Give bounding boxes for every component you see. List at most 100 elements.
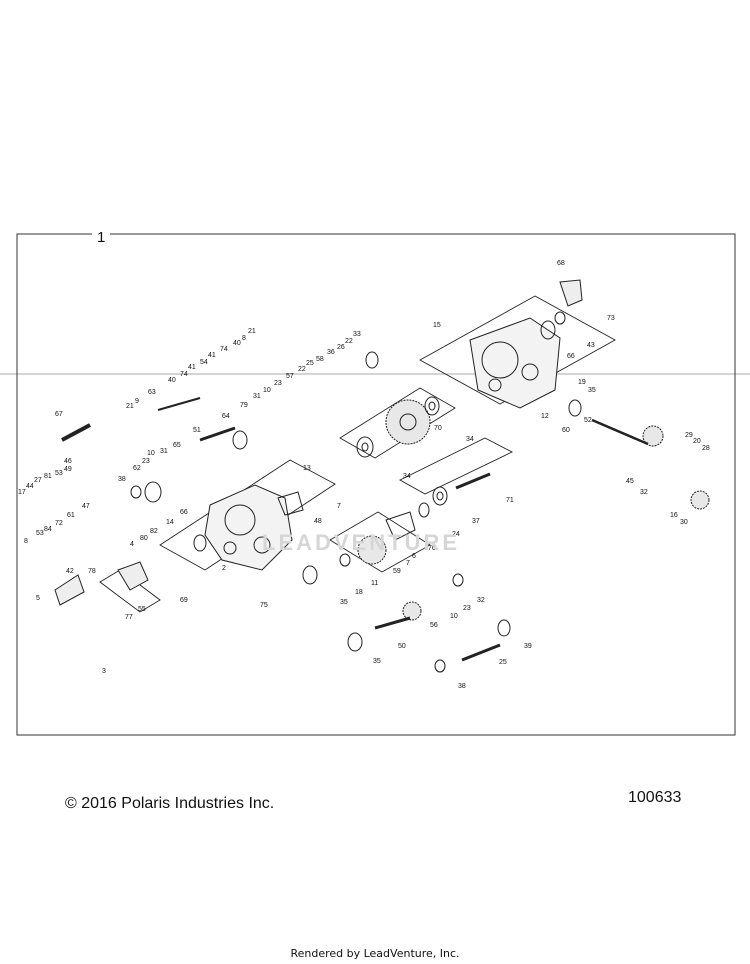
gear-shaft: [374, 616, 411, 630]
callout: 22: [345, 338, 353, 345]
callout: 30: [680, 519, 688, 526]
callout: 60: [562, 427, 570, 434]
counter-shaft: [461, 643, 501, 662]
callout: 71: [506, 497, 514, 504]
drawing-number: 100633: [628, 789, 682, 806]
callout: 45: [626, 478, 634, 485]
callout: 23: [274, 380, 282, 387]
callout: 23: [463, 605, 471, 612]
large-gear: [385, 399, 431, 445]
callout: 20: [693, 438, 701, 445]
callout: 58: [316, 356, 324, 363]
callout: 26: [337, 344, 345, 351]
callout: 76: [428, 545, 436, 552]
callout: 34: [403, 473, 411, 480]
callout: 40: [168, 377, 176, 384]
callout: 8: [242, 335, 246, 342]
callout: 5: [36, 595, 40, 602]
callout: 61: [67, 512, 75, 519]
callout: 52: [584, 417, 592, 424]
callout: 47: [82, 503, 90, 510]
callout: 32: [477, 597, 485, 604]
callout: 79: [240, 402, 248, 409]
shaft-upper: [199, 426, 236, 442]
callout: 63: [148, 389, 156, 396]
callout: 32: [640, 489, 648, 496]
mount-bracket: [54, 574, 85, 606]
callout: 7: [406, 560, 410, 567]
callout: 22: [298, 366, 306, 373]
callout: 68: [557, 260, 565, 267]
callout: 70: [434, 425, 442, 432]
gasket: [385, 511, 416, 541]
callout: 14: [166, 519, 174, 526]
callout: 65: [173, 442, 181, 449]
callout: 31: [253, 393, 261, 400]
callout: 66: [567, 353, 575, 360]
callout: 80: [140, 535, 148, 542]
callout: 48: [314, 518, 322, 525]
shift-shaft: [157, 397, 201, 411]
callout: 25: [306, 360, 314, 367]
callout: 9: [135, 398, 139, 405]
frame-number: 1: [92, 229, 111, 246]
callout: 38: [118, 476, 126, 483]
callout: 54: [200, 359, 208, 366]
callout: 34: [466, 436, 474, 443]
callout: 39: [524, 643, 532, 650]
callout: 73: [607, 315, 615, 322]
watermark: LEADVENTURE: [262, 530, 461, 555]
callout: 15: [433, 322, 441, 329]
callout: 25: [499, 659, 507, 666]
callout: 64: [222, 413, 230, 420]
callout: 41: [208, 352, 216, 359]
callout: 33: [353, 331, 361, 338]
callout: 19: [578, 379, 586, 386]
callout-labels: 68 73 15 43 66 12 19 35 60 52 2 9 20 28 4…: [18, 260, 710, 690]
callout: 35: [340, 599, 348, 606]
input-shaft: [455, 472, 491, 490]
callout: 31: [160, 448, 168, 455]
bracket: [559, 279, 583, 307]
callout: 36: [327, 349, 335, 356]
callout: 78: [88, 568, 96, 575]
callout: 28: [702, 445, 710, 452]
callout: 23: [142, 458, 150, 465]
footer-credit: Rendered by LeadVenture, Inc.: [290, 947, 460, 960]
callout: 81: [44, 473, 52, 480]
transmission-case-right: [469, 317, 561, 409]
callout: 12: [541, 413, 549, 420]
callout: 41: [188, 364, 196, 371]
callout: 11: [371, 580, 378, 587]
callout: 75: [260, 602, 268, 609]
callout: 51: [193, 427, 201, 434]
callout: 42: [66, 568, 74, 575]
callout: 37: [472, 518, 480, 525]
callout: 8: [24, 538, 28, 545]
callout: 2: [222, 565, 226, 572]
transmission-case-left: [204, 484, 293, 571]
callout: 74: [180, 371, 188, 378]
shift-rod: [61, 423, 91, 442]
callout: 49: [64, 466, 72, 473]
callout: 46: [64, 458, 72, 465]
callout: 21: [126, 403, 134, 410]
cover-plate: [117, 561, 149, 591]
callout: 4: [130, 541, 134, 548]
callout: 17: [18, 489, 26, 496]
callout: 77: [125, 614, 133, 621]
callout: 43: [587, 342, 595, 349]
callout: 44: [26, 483, 34, 490]
callout: 7: [337, 503, 341, 510]
callout: 82: [150, 528, 158, 535]
callout: 53: [36, 530, 44, 537]
callout: 53: [55, 470, 63, 477]
callout: 13: [303, 465, 311, 472]
callout: 40: [233, 340, 241, 347]
callout: 62: [133, 465, 141, 472]
callout: 35: [588, 387, 596, 394]
callout: 56: [430, 622, 438, 629]
callout: 72: [55, 520, 63, 527]
callout: 18: [355, 589, 363, 596]
